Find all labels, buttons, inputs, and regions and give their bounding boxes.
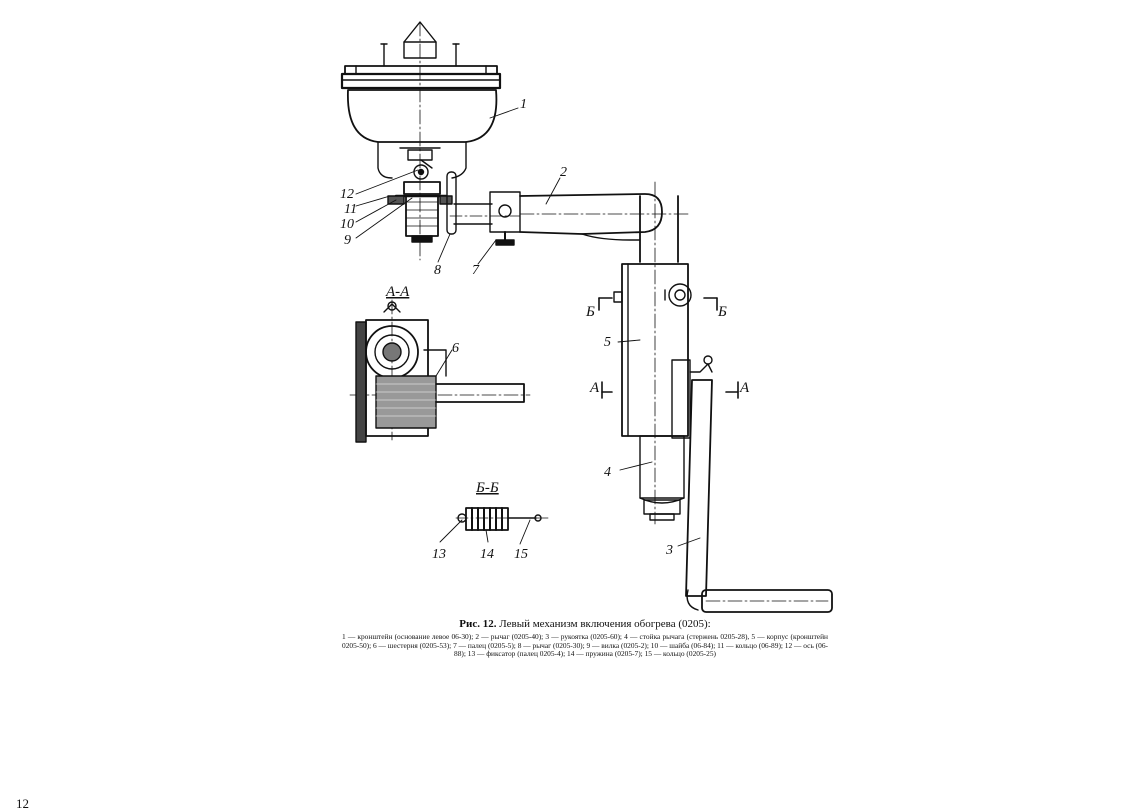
section-mark-a-right: А: [739, 380, 750, 396]
section-markers: [598, 297, 739, 399]
caption-title-text: Левый механизм включения обогрева (0205)…: [499, 618, 711, 630]
callout-1: 1: [520, 97, 527, 112]
callout-6: 6: [452, 341, 459, 356]
page-number: 12: [16, 796, 29, 811]
section-mark-b-right: Б: [717, 304, 727, 320]
leader-lines: [355, 107, 701, 547]
callout-15: 15: [514, 547, 528, 562]
section-aa-view: [349, 299, 531, 443]
caption-title: Рис. 12. Левый механизм включения обогре…: [342, 618, 828, 630]
section-aa-title: А-А: [385, 284, 410, 300]
callout-12: 12: [340, 187, 354, 202]
callout-3: 3: [665, 543, 673, 558]
callout-9: 9: [344, 233, 351, 248]
callout-4: 4: [604, 465, 611, 480]
callout-labels: 1 2 3 4 5 6 7 8 9 10 11 12 13 14 15 А-А …: [340, 97, 750, 562]
caption-legend: 1 — кронштейн (основание левое 06-30); 2…: [342, 632, 828, 659]
callout-14: 14: [480, 547, 494, 562]
part-2-lever: [519, 193, 691, 241]
part-3-handle: [685, 379, 833, 613]
figure-caption: Рис. 12. Левый механизм включения обогре…: [342, 618, 828, 659]
section-bb-title: Б-Б: [475, 480, 499, 496]
callout-13: 13: [432, 547, 446, 562]
part-5-housing: [613, 181, 713, 525]
callout-11: 11: [344, 202, 357, 217]
callout-10: 10: [340, 217, 354, 232]
pivot-assembly: [387, 159, 521, 246]
callout-5: 5: [604, 335, 611, 350]
callout-8: 8: [434, 263, 441, 278]
part-1-bracket: [340, 21, 502, 261]
callout-2: 2: [560, 165, 567, 180]
caption-number: Рис. 12.: [459, 618, 497, 630]
callout-7: 7: [472, 263, 480, 278]
section-mark-b-left: Б: [585, 304, 595, 320]
section-mark-a-left: А: [589, 380, 600, 396]
section-bb-view: [455, 507, 549, 531]
